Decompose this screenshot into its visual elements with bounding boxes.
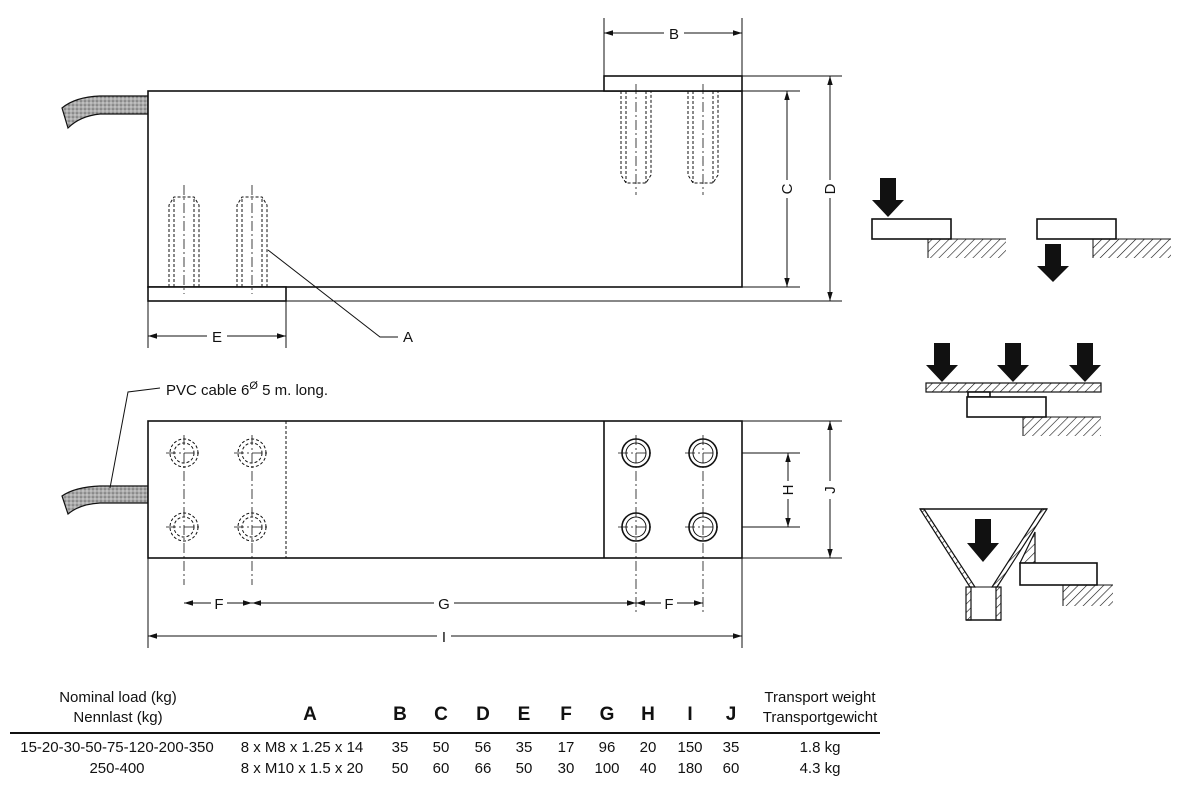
header-col-b: B xyxy=(393,704,407,725)
dim-label-d: D xyxy=(822,183,839,194)
table-rows-1-c: 60 xyxy=(433,760,450,777)
table-rows-0-j: 35 xyxy=(723,739,740,756)
dim-label-a: A xyxy=(403,329,413,346)
plan-view: H J F G F I PVC cable 6Ø 5 m. long. xyxy=(61,380,842,648)
table-rows-1-d: 66 xyxy=(475,760,492,777)
down-arrow-icon xyxy=(997,343,1029,382)
dim-label-c: C xyxy=(779,183,796,194)
header-nennlast: Nennlast (kg) xyxy=(73,709,162,726)
dim-label-f-left: F xyxy=(214,596,223,613)
header-col-f: F xyxy=(560,704,572,725)
cable-label: PVC cable 6Ø 5 m. long. xyxy=(166,380,328,399)
bottom-mount-plate xyxy=(147,286,287,302)
header-nominal-load: Nominal load (kg) xyxy=(59,689,177,706)
cable-side xyxy=(61,95,149,130)
header-col-i: I xyxy=(687,704,692,725)
dim-label-b: B xyxy=(669,26,679,43)
side-view: B C D E A xyxy=(61,18,842,348)
table-rows-0-f: 17 xyxy=(558,739,575,756)
header-col-a: A xyxy=(303,704,317,725)
table-rows-0-g: 96 xyxy=(599,739,616,756)
drawing-cable_label: PVC cable 6 xyxy=(166,382,249,399)
cable-plan xyxy=(61,485,149,516)
table-rows-1-g: 100 xyxy=(594,760,619,777)
header-col-g: G xyxy=(600,704,615,725)
table-row: 250-400 8 x M10 x 1.5 x 20 50 60 66 50 3… xyxy=(89,760,840,777)
table-rows-0-load: 15-20-30-50-75-120-200-350 xyxy=(20,739,213,756)
header-col-h: H xyxy=(641,704,655,725)
mounting-compression-top xyxy=(871,178,1006,258)
down-arrow-icon xyxy=(1037,244,1069,282)
table-rows-1-a: 8 x M10 x 1.5 x 20 xyxy=(241,760,364,777)
table-rows-0-h: 20 xyxy=(640,739,657,756)
dim-label-f-right: F xyxy=(664,596,673,613)
table-rows-1-f: 30 xyxy=(558,760,575,777)
table-row: 15-20-30-50-75-120-200-350 8 x M8 x 1.25… xyxy=(20,739,840,756)
cell-body-plan xyxy=(147,420,743,559)
down-arrow-icon xyxy=(967,519,999,562)
header-col-c: C xyxy=(434,704,448,725)
cell-body-side xyxy=(147,90,743,288)
mounting-platform xyxy=(925,343,1102,436)
table-rows-0-d: 56 xyxy=(475,739,492,756)
table-rows-1-h: 40 xyxy=(640,760,657,777)
mounting-diagrams xyxy=(871,178,1171,621)
table-rows-1-j: 60 xyxy=(723,760,740,777)
dim-label-g: G xyxy=(438,596,450,613)
table-rows-0-b: 35 xyxy=(392,739,409,756)
table-rows-0-i: 150 xyxy=(677,739,702,756)
mounting-tension xyxy=(1036,218,1171,282)
header-transport-weight: Transport weight xyxy=(764,689,876,706)
bottom-bolts xyxy=(168,185,268,294)
top-bolts xyxy=(620,84,719,195)
spec-table: Nominal load (kg) Nennlast (kg) A B C D … xyxy=(10,689,880,777)
down-arrow-icon xyxy=(872,178,904,217)
hidden-holes xyxy=(166,435,270,585)
header-col-j: J xyxy=(726,704,737,725)
drawing-cable_label_rest: 5 m. long. xyxy=(258,382,328,399)
header-transportgewicht: Transportgewicht xyxy=(763,709,878,726)
table-rows-0-e: 35 xyxy=(516,739,533,756)
threaded-holes xyxy=(618,435,721,615)
table-rows-1-load: 250-400 xyxy=(89,760,144,777)
down-arrow-icon xyxy=(926,343,958,382)
header-col-d: D xyxy=(476,704,490,725)
dim-label-e: E xyxy=(212,329,222,346)
dim-label-h: H xyxy=(780,485,797,496)
table-rows-0-c: 50 xyxy=(433,739,450,756)
mounting-hopper xyxy=(918,508,1113,621)
dim-label-j: J xyxy=(822,486,839,494)
table-rows-1-e: 50 xyxy=(516,760,533,777)
drawing-cable_label_sup: Ø xyxy=(249,380,258,392)
dim-label-i: I xyxy=(442,629,446,646)
down-arrow-icon xyxy=(1069,343,1101,382)
table-rows-1-weight: 4.3 kg xyxy=(800,760,841,777)
header-col-e: E xyxy=(518,704,531,725)
table-rows-0-weight: 1.8 kg xyxy=(800,739,841,756)
table-rows-1-i: 180 xyxy=(677,760,702,777)
top-mount-plate xyxy=(603,75,743,92)
table-rows-0-a: 8 x M8 x 1.25 x 14 xyxy=(241,739,364,756)
table-rows-1-b: 50 xyxy=(392,760,409,777)
